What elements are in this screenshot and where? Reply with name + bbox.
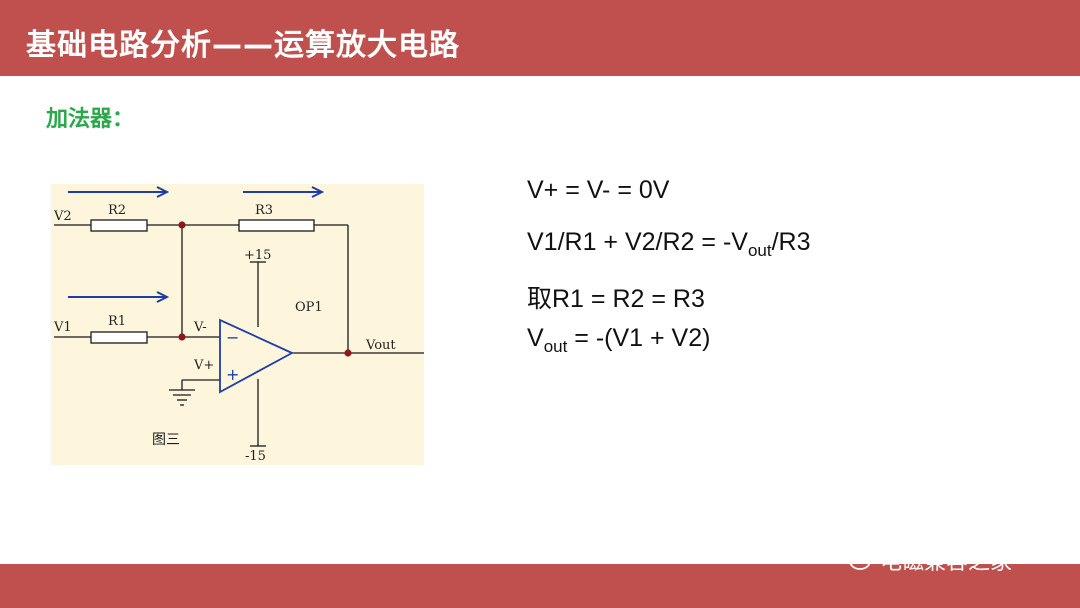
equation-equal-resistors: 取R1 = R2 = R3 xyxy=(527,285,705,313)
resistor-r1 xyxy=(90,331,148,344)
label-minus15: -15 xyxy=(245,449,266,464)
equation-output-sub: out xyxy=(543,337,568,356)
label-r3: R3 xyxy=(255,203,273,218)
adder-circuit-diagram: V2 R2 R3 +15 OP1 V1 R1 V- V+ Vout -15 − … xyxy=(51,184,424,465)
opamp-triangle xyxy=(219,318,295,394)
label-plus15: +15 xyxy=(244,248,271,263)
label-op1: OP1 xyxy=(295,300,323,315)
current-arrow-top-left xyxy=(68,186,170,198)
label-r2: R2 xyxy=(108,203,126,218)
header-bar: 基础电路分析——运算放大电路 xyxy=(0,0,1080,76)
equation-node-current: V1/R1 + V2/R2 = -Vout/R3 xyxy=(527,228,811,261)
equation-output-a: V xyxy=(527,324,544,352)
label-vplus: V+ xyxy=(193,358,214,373)
label-vout: Vout xyxy=(365,338,396,353)
label-v2: V2 xyxy=(53,209,72,224)
junction-node-top xyxy=(178,221,186,229)
current-arrow-v1 xyxy=(68,291,170,303)
label-vminus: V- xyxy=(193,320,207,335)
label-v1: V1 xyxy=(53,320,72,335)
watermark: 电磁兼容之家 xyxy=(836,543,1012,577)
section-label: 加法器： xyxy=(46,107,135,132)
junction-node-output xyxy=(344,349,352,357)
watermark-text: 电磁兼容之家 xyxy=(880,550,1013,575)
resistor-r2 xyxy=(90,219,148,232)
equation-node-current-b: /R3 xyxy=(771,228,811,256)
opamp-minus-sign: − xyxy=(226,328,239,347)
opamp-plus-sign: + xyxy=(226,365,239,384)
circuit-wires xyxy=(54,224,424,446)
diagram-caption: 图三 xyxy=(152,432,180,448)
equation-virtual-ground: V+ = V- = 0V xyxy=(527,176,670,204)
current-arrow-top-right xyxy=(243,186,325,198)
equation-output-b: = -(V1 + V2) xyxy=(567,324,711,352)
ground-symbol xyxy=(169,389,195,406)
footer-bar xyxy=(0,564,1080,608)
page-title: 基础电路分析——运算放大电路 xyxy=(26,28,460,63)
wechat-icon xyxy=(836,543,872,577)
equation-node-current-a: V1/R1 + V2/R2 = -V xyxy=(527,228,748,256)
equation-node-current-sub: out xyxy=(747,241,772,260)
label-r1: R1 xyxy=(108,314,126,329)
equation-output: Vout = -(V1 + V2) xyxy=(527,324,710,357)
junction-node-inverting xyxy=(178,333,186,341)
resistor-r3 xyxy=(238,219,315,232)
